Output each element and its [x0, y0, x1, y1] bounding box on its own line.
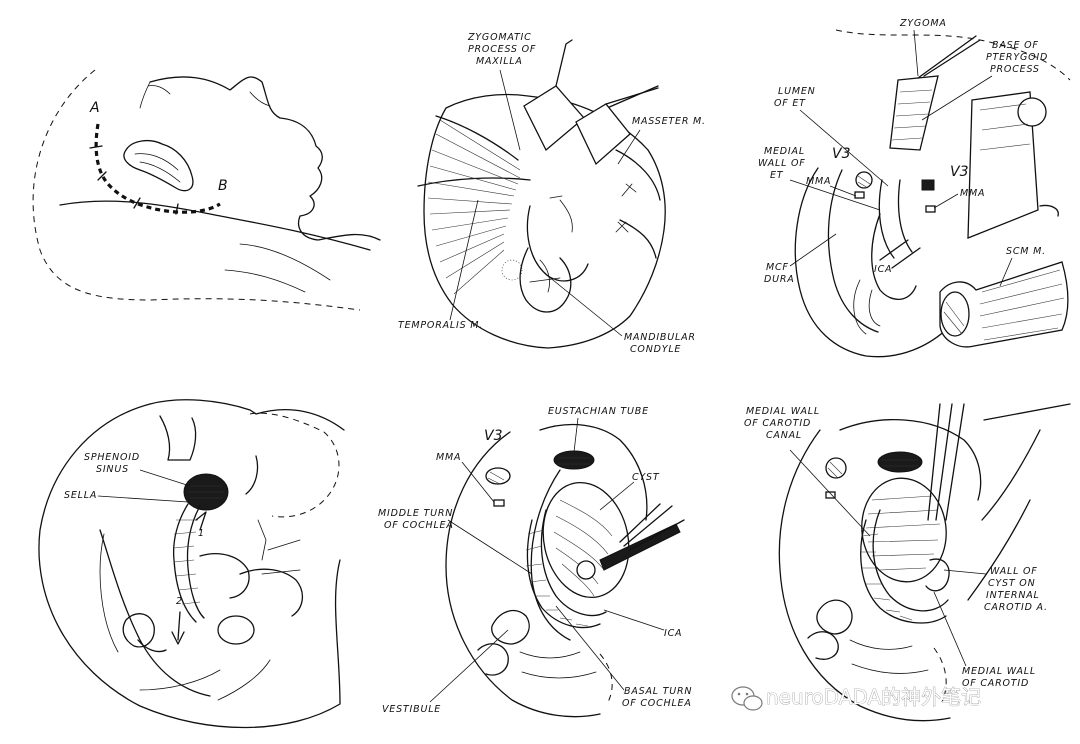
label-eustachian: EUSTACHIAN TUBE — [548, 406, 649, 417]
label-mcf-2: DURA — [764, 274, 795, 285]
label-basal-2: OF COCHLEA — [622, 698, 692, 709]
label-wallcyst-1: WALL OF — [990, 566, 1038, 577]
label-zygoma: ZYGOMA — [899, 18, 947, 29]
temporalis-fibers — [427, 119, 521, 295]
label-v3-a: V3 — [832, 146, 850, 162]
label-mma-a: MMA — [806, 176, 831, 187]
label-ica-p5: ICA — [664, 628, 682, 639]
label-vestibule: VESTIBULE — [382, 704, 441, 715]
label-masseter: MASSETER M. — [632, 116, 706, 127]
label-v3: V3 — [484, 428, 502, 444]
label-medialcanal-1: MEDIAL WALL — [746, 406, 820, 417]
instrument-aspirator — [576, 503, 685, 580]
label-cyst: CYST — [632, 472, 660, 483]
label-lumen-2: OF ET — [774, 98, 806, 109]
label-mma: MMA — [436, 452, 461, 463]
retractor-left — [523, 39, 659, 166]
label-base-1: BASE OF — [992, 40, 1039, 51]
label-ica-p3: ICA — [874, 264, 892, 275]
label-b: B — [218, 178, 228, 194]
label-base-2: PTERYGOID — [986, 52, 1048, 63]
label-wallcyst-4: CAROTID A. — [984, 602, 1048, 613]
label-lumen-1: LUMEN — [778, 86, 816, 97]
retractor-right — [967, 91, 1047, 239]
label-num-2: 2 — [176, 596, 183, 607]
label-a: A — [89, 100, 100, 116]
label-sphenoid-2: SINUS — [96, 464, 129, 475]
label-sella: SELLA — [64, 490, 97, 501]
panel-incision-head: A B — [32, 69, 381, 311]
label-middle-2: OF COCHLEA — [384, 520, 454, 531]
label-medialcanal-2: OF CAROTID — [744, 418, 811, 429]
label-mcf-1: MCF — [766, 262, 789, 273]
watermark-text: neuroDADA的神外笔记 — [766, 685, 981, 709]
label-medialcarotid-2: OF CAROTID — [962, 678, 1029, 689]
label-wallcyst-3: INTERNAL — [986, 590, 1040, 601]
label-zygomatic-3: MAXILLA — [476, 56, 523, 67]
label-zygomatic-1: ZYGOMATIC — [467, 32, 532, 43]
wechat-icon — [731, 686, 763, 711]
label-medialcanal-3: CANAL — [766, 430, 802, 441]
label-medialcarotid-1: MEDIAL WALL — [962, 666, 1036, 677]
label-base-3: PROCESS — [990, 64, 1040, 75]
label-medial-1: MEDIAL — [764, 146, 805, 157]
label-mandibular-1: MANDIBULAR — [624, 332, 696, 343]
label-temporalis: TEMPORALIS M. — [398, 320, 483, 331]
label-scm: SCM M. — [1006, 246, 1046, 257]
label-zygomatic-2: PROCESS OF — [468, 44, 536, 55]
label-middle-1: MIDDLE TURN — [378, 508, 453, 519]
label-medial-2: WALL OF — [758, 158, 806, 169]
label-mma-b: MMA — [960, 188, 985, 199]
label-basal-1: BASAL TURN — [624, 686, 692, 697]
label-sphenoid-1: SPHENOID — [84, 452, 140, 463]
label-wallcyst-2: CYST ON — [988, 578, 1035, 589]
scm-muscle — [939, 261, 1069, 348]
label-num-1: 1 — [198, 528, 205, 539]
label-mandibular-2: CONDYLE — [630, 344, 681, 355]
label-v3-b: V3 — [950, 164, 968, 180]
label-medial-3: ET — [770, 170, 784, 181]
retractor-zygoma — [889, 35, 981, 151]
watermark: neuroDADA的神外笔记 — [731, 685, 981, 711]
